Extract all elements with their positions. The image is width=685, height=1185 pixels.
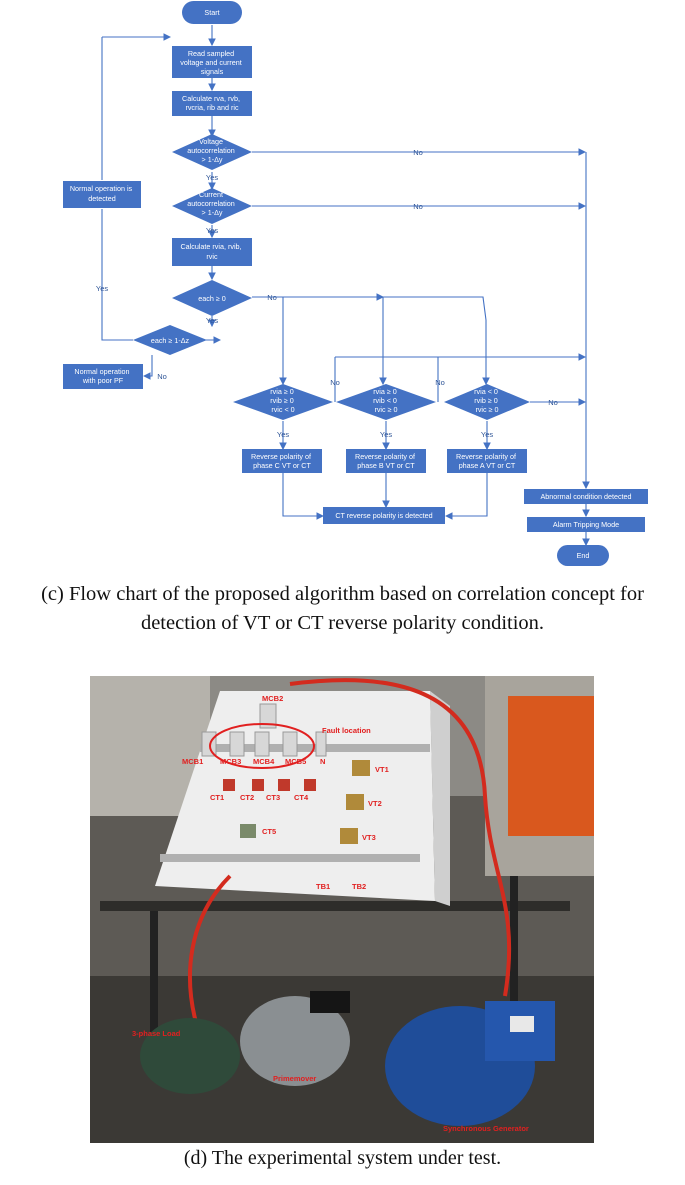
svg-text:Yes: Yes <box>96 284 108 293</box>
flow-normal-detected: Normal operation is detected <box>63 181 141 208</box>
svg-text:Reverse polarity of phas: Reverse polarity of phase A VT or CT <box>456 452 518 470</box>
label-synchronous-generator: Synchronous Generator <box>443 1124 529 1133</box>
label-vt1: VT1 <box>375 765 389 774</box>
label-mcb2: MCB2 <box>262 694 283 703</box>
flow-each-dz: each ≥ 1-Δz <box>133 325 207 355</box>
label-ct4: CT4 <box>294 793 309 802</box>
flow-edge-labels: Yes Yes Yes Yes Yes Yes Yes No No No No … <box>96 148 558 439</box>
svg-text:No: No <box>413 148 423 157</box>
svg-text:Reverse polarity of phas: Reverse polarity of phase B VT or CT <box>355 452 417 470</box>
flow-abnormal: Abnormal condition detected <box>524 489 648 504</box>
flow-reverse-phase-b: Reverse polarity of phase B VT or CT <box>346 449 426 473</box>
flow-cond-phase-a: rvia < 0 rvib ≥ 0 rvic ≥ 0 <box>444 384 530 420</box>
svg-text:rvia ≥ 0 rvib < 0: rvia ≥ 0 rvib < 0 rvic ≥ 0 <box>373 387 399 414</box>
svg-text:No: No <box>157 372 167 381</box>
label-ct1: CT1 <box>210 793 224 802</box>
caption-flowchart: (c) Flow chart of the proposed algorithm… <box>0 580 685 638</box>
caption-experimental-system: (d) The experimental system under test. <box>183 1147 502 1169</box>
svg-text:each ≥ 1-Δz: each ≥ 1-Δz <box>151 336 190 345</box>
svg-text:Yes: Yes <box>206 173 218 182</box>
svg-text:No: No <box>413 202 423 211</box>
svg-text:Normal operation with po: Normal operation with poor PF <box>74 367 131 385</box>
flowchart: Start Read sampled voltage and current s… <box>63 1 648 566</box>
label-ct3: CT3 <box>266 793 280 802</box>
label-tb1: TB1 <box>316 882 330 891</box>
label-vt2: VT2 <box>368 799 382 808</box>
label-mcb1: MCB1 <box>182 757 203 766</box>
svg-text:CT reverse polarity is detecte: CT reverse polarity is detected <box>335 511 432 520</box>
flow-alarm: Alarm Tripping Mode <box>527 517 645 532</box>
flow-cond-phase-b: rvia ≥ 0 rvib < 0 rvic ≥ 0 <box>336 384 436 420</box>
label-mcb5: MCB5 <box>285 757 306 766</box>
label-ct2: CT2 <box>240 793 254 802</box>
svg-text:Yes: Yes <box>481 430 493 439</box>
svg-text:Normal operation is dete: Normal operation is detected <box>70 184 134 203</box>
flow-connectors <box>101 25 590 547</box>
label-n: N <box>320 757 325 766</box>
experimental-setup-photo: MCB2 Fault location MCB1 MCB3 MCB4 MCB5 … <box>90 676 594 1143</box>
svg-text:Calculate rvia, rvib, rv: Calculate rvia, rvib, rvic <box>180 242 243 261</box>
flow-cond-phase-c: rvia ≥ 0 rvib ≥ 0 rvic < 0 <box>233 384 333 420</box>
svg-text:No: No <box>435 378 445 387</box>
svg-text:Current autocorrelation: Current autocorrelation > 1-Δy <box>187 190 237 217</box>
flow-reverse-phase-a: Reverse polarity of phase A VT or CT <box>447 449 527 473</box>
svg-text:Alarm Tripping Mode: Alarm Tripping Mode <box>553 520 619 529</box>
svg-text:rvia ≥ 0 rvib ≥ 0: rvia ≥ 0 rvib ≥ 0 rvic < 0 <box>270 387 296 414</box>
flow-normal-poor-pf: Normal operation with poor PF <box>63 364 143 389</box>
svg-text:No: No <box>330 378 340 387</box>
svg-text:Voltage autocorrelation: Voltage autocorrelation > 1-Δy <box>187 137 237 164</box>
label-primemover: Primemover <box>273 1074 316 1083</box>
svg-text:Read sampled voltage and: Read sampled voltage and current signals <box>180 49 244 76</box>
svg-text:Reverse polarity of phas: Reverse polarity of phase C VT or CT <box>251 452 313 470</box>
flow-read-signals: Read sampled voltage and current signals <box>172 46 252 78</box>
label-vt3: VT3 <box>362 833 376 842</box>
flow-calc-cross: Calculate rvia, rvib, rvic <box>172 238 252 266</box>
flow-start: Start <box>182 1 242 24</box>
flow-reverse-phase-c: Reverse polarity of phase C VT or CT <box>242 449 322 473</box>
svg-text:End: End <box>577 551 590 560</box>
flow-end: End <box>557 545 609 566</box>
flow-each-zero: each ≥ 0 <box>172 280 252 316</box>
svg-text:Abnormal condition detected: Abnormal condition detected <box>540 492 631 501</box>
svg-text:each ≥ 0: each ≥ 0 <box>198 294 226 303</box>
svg-text:Yes: Yes <box>277 430 289 439</box>
svg-text:Yes: Yes <box>206 316 218 325</box>
caption-flowchart-line1: (c) Flow chart of the proposed algorithm… <box>41 583 644 605</box>
label-mcb4: MCB4 <box>253 757 275 766</box>
caption-flowchart-line2: detection of VT or CT reverse polarity c… <box>140 612 545 634</box>
label-ct5: CT5 <box>262 827 276 836</box>
label-3-phase-load: 3-phase Load <box>132 1029 181 1038</box>
svg-text:rvia < 0 rvib ≥ 0: rvia < 0 rvib ≥ 0 rvic ≥ 0 <box>474 387 500 414</box>
svg-text:No: No <box>267 293 277 302</box>
svg-text:Yes: Yes <box>380 430 392 439</box>
label-fault-location: Fault location <box>322 726 371 735</box>
flow-voltage-check: Voltage autocorrelation > 1-Δy <box>172 134 252 170</box>
label-mcb3: MCB3 <box>220 757 241 766</box>
svg-text:Yes: Yes <box>206 226 218 235</box>
flow-calc-correlation: Calculate rva, rvb, rvcria, rib and ric <box>172 91 252 116</box>
svg-text:No: No <box>548 398 558 407</box>
label-tb2: TB2 <box>352 882 366 891</box>
flow-ct-detected: CT reverse polarity is detected <box>323 507 445 524</box>
flow-current-check: Current autocorrelation > 1-Δy <box>172 188 252 224</box>
svg-text:Start: Start <box>204 8 219 17</box>
svg-text:Calculate rva, rvb, rvcr: Calculate rva, rvb, rvcria, rib and ric <box>182 94 242 112</box>
